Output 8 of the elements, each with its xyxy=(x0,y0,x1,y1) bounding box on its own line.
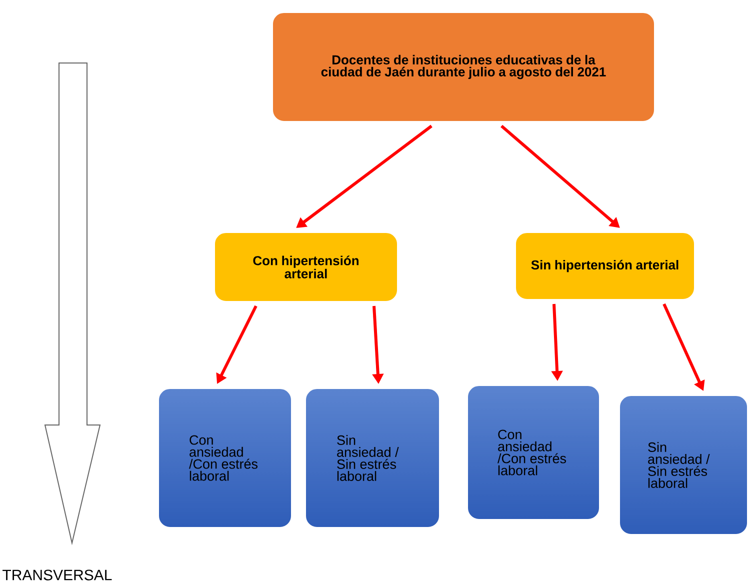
direction-label: TRANSVERSAL xyxy=(2,570,112,580)
category-box: Sin hipertensión arterial xyxy=(514,231,696,301)
result-box: Sin ansiedad / Sin estrés laboral xyxy=(618,394,749,536)
top-box: Docentes de instituciones educativas de la ciudad de Jaén durante julio a agosto del 2021 xyxy=(271,11,656,123)
result-box: Sin ansiedad / Sin estrés laboral xyxy=(304,387,441,529)
result-box: Con ansiedad /Con estrés laboral xyxy=(157,387,293,529)
result-box: Con ansiedad /Con estrés laboral xyxy=(466,384,601,521)
category-box: Con hipertensión arterial xyxy=(213,231,399,303)
